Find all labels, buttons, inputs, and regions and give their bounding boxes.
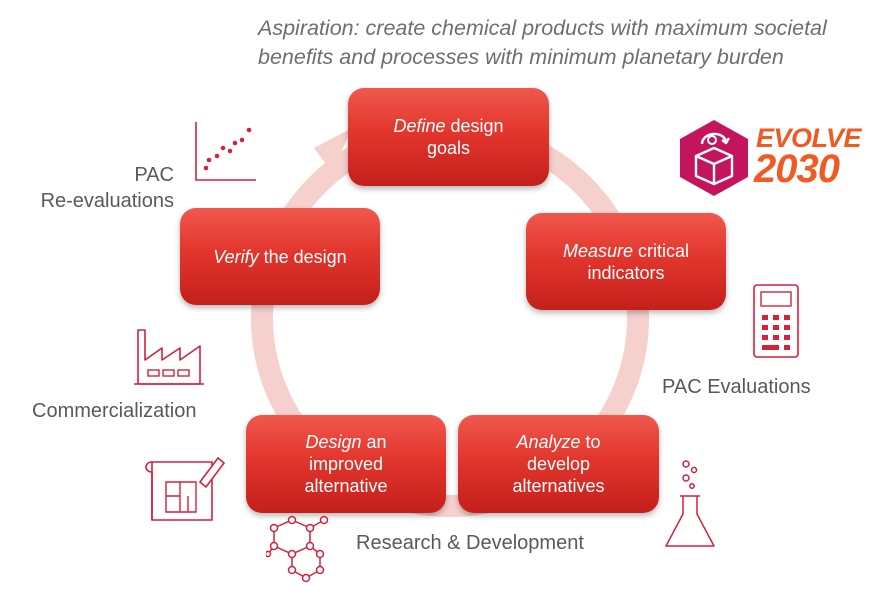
evolve-2030-logo: EVOLVE 2030 <box>676 118 862 198</box>
label-pac-reeval-line2: Re-evaluations <box>40 190 174 212</box>
step-design-rest: an <box>361 432 387 452</box>
label-pac-reevaluations: PAC Re-evaluations <box>24 162 174 214</box>
label-pac-reeval-line1: PAC <box>134 164 174 186</box>
molecule-icon <box>266 515 329 583</box>
evolve-year: 2030 <box>754 147 840 191</box>
step-design-line2: improved <box>308 454 384 474</box>
step-analyze-alternatives: Analyze to develop alternatives <box>458 415 659 513</box>
step-measure-emph: Measure <box>562 240 633 261</box>
scatter-plot-icon <box>195 122 256 181</box>
step-define-rest: design <box>445 116 504 136</box>
step-measure-indicators: Measure critical indicators <box>526 213 726 310</box>
factory-icon <box>134 329 204 385</box>
step-measure-line2: indicators <box>587 262 665 283</box>
step-design-line3: alternative <box>304 476 388 496</box>
step-define-emph: Define <box>393 116 446 136</box>
aspiration-text: Aspiration: create chemical products wit… <box>258 14 888 72</box>
label-pac-evaluations: PAC Evaluations <box>662 376 811 398</box>
step-define-line2: goals <box>426 138 471 158</box>
label-research-development: Research & Development <box>356 532 584 554</box>
calculator-icon <box>753 284 799 358</box>
step-analyze-line2: develop <box>526 454 591 474</box>
step-analyze-line3: alternatives <box>512 476 605 496</box>
step-analyze-rest: to <box>580 432 601 452</box>
flask-icon <box>665 460 715 547</box>
step-design-emph: Design <box>305 432 362 452</box>
step-verify-design: Verify the design <box>180 208 380 305</box>
step-define-design-goals: Define design goals <box>348 88 549 186</box>
step-analyze-emph: Analyze <box>516 432 581 452</box>
evolve-cube-icon <box>680 120 748 196</box>
step-verify-emph: Verify <box>213 246 259 267</box>
blueprint-icon <box>145 456 226 521</box>
evolve-word: EVOLVE <box>756 123 862 153</box>
step-design-alternative: Design an improved alternative <box>246 415 446 513</box>
step-verify-rest: the design <box>258 246 347 267</box>
step-measure-rest: critical <box>633 240 690 261</box>
label-commercialization: Commercialization <box>32 400 197 422</box>
aspiration-line-2: benefits and processes with minimum plan… <box>258 45 784 69</box>
aspiration-line-1: Aspiration: create chemical products wit… <box>258 16 827 40</box>
